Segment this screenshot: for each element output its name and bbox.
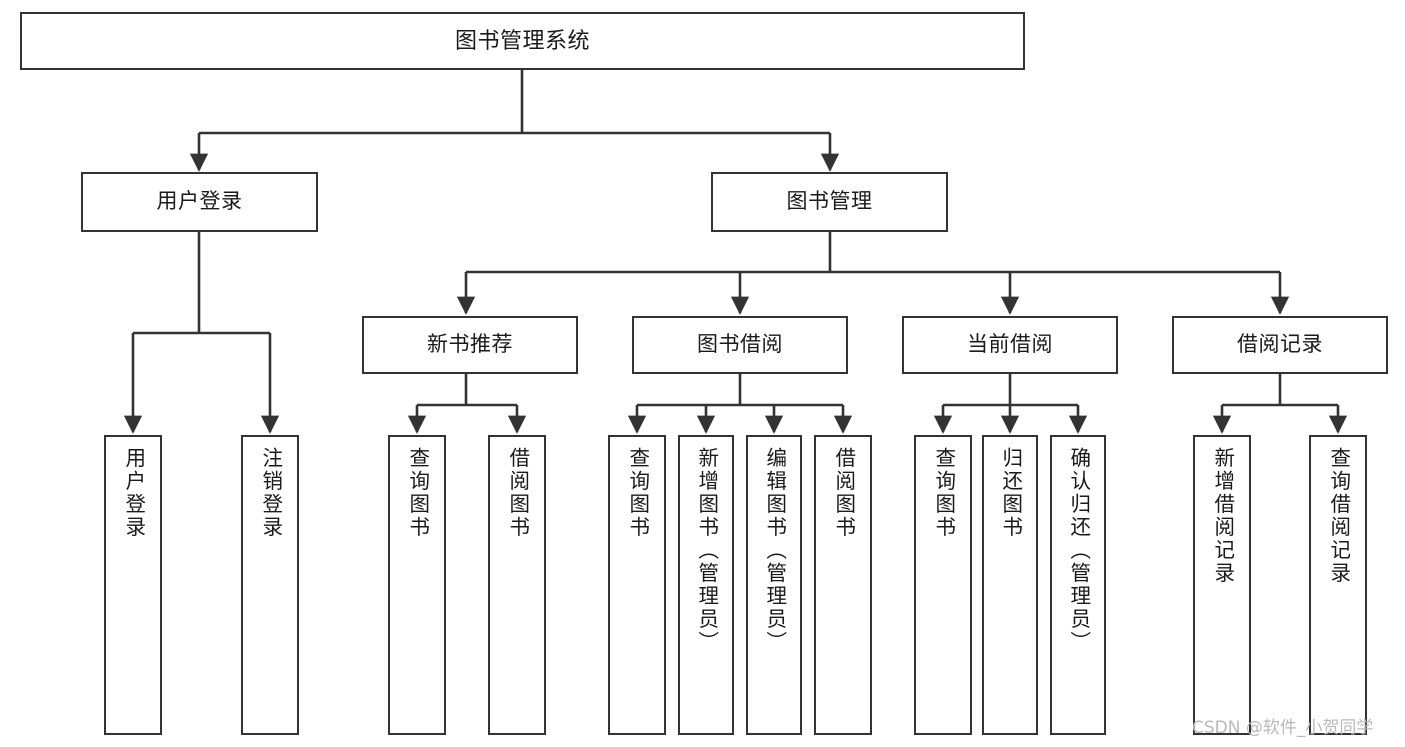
node-label: 查询图书 [931,447,955,539]
leaf-query-borrow-record[interactable]: 查询借阅记录 [1309,435,1367,735]
leaf-edit-book-admin[interactable]: 编辑图书（管理员） [746,435,802,735]
node-book-management[interactable]: 图书管理 [711,172,948,232]
node-label: 注销登录 [258,447,282,539]
node-label: 当前借阅 [967,332,1053,356]
node-label: 归还图书 [998,447,1022,539]
node-label: 借阅记录 [1237,332,1323,356]
node-current-borrow[interactable]: 当前借阅 [902,316,1118,374]
node-label: 图书管理系统 [454,28,590,54]
leaf-query-book-borrow[interactable]: 查询图书 [608,435,666,735]
leaf-query-book-recommend[interactable]: 查询图书 [388,435,446,735]
node-borrow-record[interactable]: 借阅记录 [1172,316,1388,374]
node-label: 查询图书 [405,447,429,539]
leaf-add-book-admin[interactable]: 新增图书（管理员） [678,435,734,735]
csdn-watermark: CSDN @软件_小贺同学 [1192,718,1374,738]
node-label: 图书借阅 [697,332,783,356]
leaf-confirm-return-admin[interactable]: 确认归还（管理员） [1050,435,1106,735]
leaf-borrow-book-borrow[interactable]: 借阅图书 [814,435,872,735]
node-label: 新书推荐 [427,332,513,356]
node-new-book-recommend[interactable]: 新书推荐 [362,316,578,374]
leaf-query-book-current[interactable]: 查询图书 [914,435,972,735]
node-label: 借阅图书 [505,447,529,539]
node-label: 用户登录 [121,447,145,539]
leaf-logout-login[interactable]: 注销登录 [241,435,299,735]
node-label: 查询借阅记录 [1326,447,1350,585]
node-label: 新增图书（管理员） [694,447,718,654]
node-label: 新增借阅记录 [1210,447,1234,585]
node-root-book-management-system[interactable]: 图书管理系统 [20,12,1025,70]
leaf-return-book[interactable]: 归还图书 [982,435,1038,735]
node-label: 编辑图书（管理员） [762,447,786,654]
node-book-borrow[interactable]: 图书借阅 [632,316,848,374]
node-label: 借阅图书 [831,447,855,539]
leaf-user-login[interactable]: 用户登录 [104,435,162,735]
node-label: 查询图书 [625,447,649,539]
node-label: 图书管理 [786,189,873,213]
node-user-login[interactable]: 用户登录 [81,172,318,232]
node-label: 确认归还（管理员） [1066,447,1090,654]
leaf-borrow-book-recommend[interactable]: 借阅图书 [488,435,546,735]
node-label: 用户登录 [156,189,243,213]
leaf-add-borrow-record[interactable]: 新增借阅记录 [1193,435,1251,735]
